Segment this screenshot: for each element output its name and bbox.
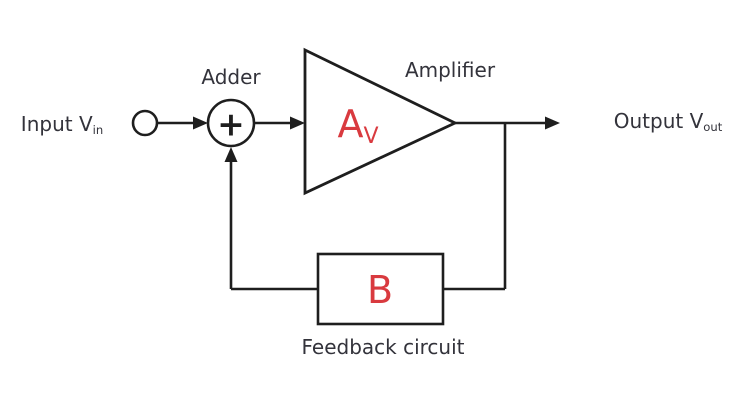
amplifier-label: Amplifier bbox=[404, 58, 496, 82]
output-label: Output Vout bbox=[613, 109, 723, 135]
output-label-sub: out bbox=[703, 120, 723, 135]
input-label-main: Input V bbox=[20, 112, 93, 136]
adder-plus-symbol: + bbox=[217, 104, 245, 144]
amplifier-triangle bbox=[303, 47, 459, 196]
input-label-sub: in bbox=[92, 123, 104, 138]
output-label-main: Output V bbox=[613, 109, 704, 133]
feedback-caption: Feedback circuit bbox=[301, 335, 465, 359]
feedback-box bbox=[316, 252, 445, 326]
input-node-circle bbox=[131, 109, 159, 137]
arrowhead-input-to-adder bbox=[193, 116, 208, 130]
feedback-gain-label: B bbox=[366, 268, 394, 312]
amplifier-gain-label: AV bbox=[337, 102, 378, 148]
arrowhead-feedback-to-adder bbox=[224, 147, 238, 162]
amplifier-gain-main: A bbox=[337, 102, 364, 146]
adder-label: Adder bbox=[201, 65, 261, 89]
amplifier-gain-sub: V bbox=[363, 124, 379, 150]
arrowhead-adder-to-amplifier bbox=[290, 116, 305, 130]
input-label: Input Vin bbox=[20, 112, 104, 138]
arrowhead-output bbox=[545, 116, 560, 130]
